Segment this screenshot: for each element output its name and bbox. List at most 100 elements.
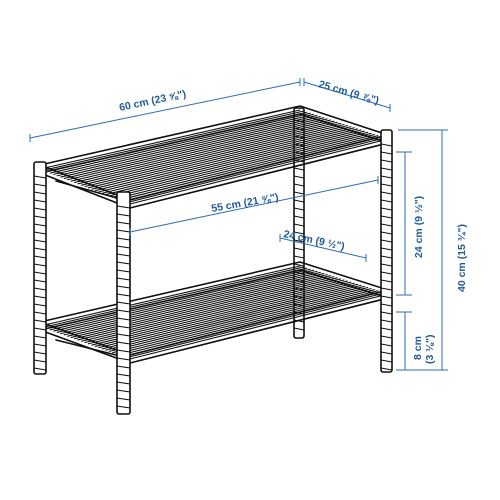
shelf-wire [115, 133, 376, 200]
post-groove [116, 349, 131, 353]
shelf-wire [70, 119, 332, 182]
shelf-wire [87, 280, 348, 345]
post-groove [33, 263, 47, 267]
post-groove [380, 263, 393, 267]
width-label: 60 cm (23 ⅝") [118, 88, 187, 114]
shelf-wire [101, 129, 362, 194]
post-groove [33, 319, 47, 323]
shelf-wire [84, 123, 345, 188]
shelf-wire [63, 272, 325, 336]
post-groove [116, 365, 131, 369]
post-groove [293, 263, 305, 267]
post-groove [33, 367, 47, 371]
post-groove [380, 287, 393, 291]
shelf-wire [49, 112, 311, 174]
shelf-wire [60, 116, 321, 178]
post-groove [293, 255, 305, 259]
floor-clearance-label-line2: (3 ⅛") [424, 335, 436, 365]
post-groove [293, 215, 305, 219]
post-groove [33, 191, 47, 195]
post-groove [33, 223, 47, 227]
dimension-floor-clearance: 8 cm (3 ⅛") [396, 311, 436, 371]
post-groove [116, 229, 131, 233]
post-groove [380, 151, 393, 155]
shelf-wire [74, 120, 335, 184]
shelf-wire [56, 115, 318, 177]
post-groove [380, 279, 393, 283]
post-groove [116, 205, 131, 209]
post-groove [33, 231, 47, 235]
post-groove [33, 199, 47, 203]
post-groove [380, 311, 393, 315]
post-groove [380, 303, 393, 307]
shelf-wire [119, 290, 379, 356]
post-groove [380, 167, 393, 171]
shelf-wire [105, 130, 365, 196]
post-groove [116, 261, 131, 265]
shelf-wire [125, 137, 386, 204]
back-right-post [380, 129, 393, 373]
post-groove [116, 397, 131, 401]
post-groove [33, 335, 47, 339]
post-groove [380, 295, 393, 299]
post-groove [293, 207, 305, 211]
post-groove [380, 271, 393, 275]
shelf-wire [53, 113, 315, 175]
post-groove [293, 167, 305, 171]
upper-shelf [39, 105, 389, 209]
shelf-wire [60, 271, 321, 335]
post-groove [380, 231, 393, 235]
shelf-wire [94, 127, 355, 192]
post-groove [116, 357, 131, 361]
post-groove [116, 245, 131, 249]
post-groove [33, 351, 47, 355]
post-groove [116, 405, 131, 409]
shelf-wire [77, 121, 338, 185]
post-groove [116, 317, 131, 321]
shelf-wire [80, 122, 342, 186]
post-groove [116, 285, 131, 289]
post-groove [33, 255, 47, 259]
post-groove [380, 207, 393, 211]
shelf-wire [42, 110, 304, 171]
post-groove [380, 319, 393, 323]
shelf-wire [119, 135, 379, 201]
shelf-wire [105, 285, 365, 351]
total-height-label: 40 cm (15 ¾") [456, 224, 468, 292]
shelf-wire [70, 275, 332, 338]
post-groove [293, 199, 305, 203]
dimension-inner-depth: 24 cm (9 ½") [279, 228, 367, 262]
shelf-wire [39, 265, 301, 327]
post-groove [33, 303, 47, 307]
post-groove [33, 327, 47, 331]
shelf-wire [115, 289, 376, 355]
post-groove [380, 199, 393, 203]
post-groove [116, 309, 131, 313]
post-groove [33, 175, 47, 179]
shelf-wire [94, 282, 355, 347]
post-groove [33, 207, 47, 211]
post-groove [116, 221, 131, 225]
shelf-wire [129, 293, 389, 360]
post-groove [33, 279, 47, 283]
shelf-wire [112, 288, 372, 354]
post-groove [380, 175, 393, 179]
shelf-wire [63, 117, 325, 179]
post-groove [33, 215, 47, 219]
post-groove [33, 295, 47, 299]
dimension-depth: 25 cm (9 ⅞") [303, 78, 391, 112]
post-groove [116, 381, 131, 385]
post-groove [293, 231, 305, 235]
dimension-inner-width: 55 cm (21 ⅝") [129, 176, 379, 236]
shelf-wire [108, 286, 369, 352]
shelf-wire [42, 266, 304, 328]
post-groove [293, 175, 305, 179]
post-groove [380, 359, 393, 363]
shelf-wire [67, 118, 328, 181]
dimension-total-height: 40 cm (15 ¾") [398, 129, 468, 371]
shelf-wire [67, 274, 328, 337]
post-groove [33, 287, 47, 291]
post-groove [380, 327, 393, 331]
post-groove [293, 183, 305, 187]
